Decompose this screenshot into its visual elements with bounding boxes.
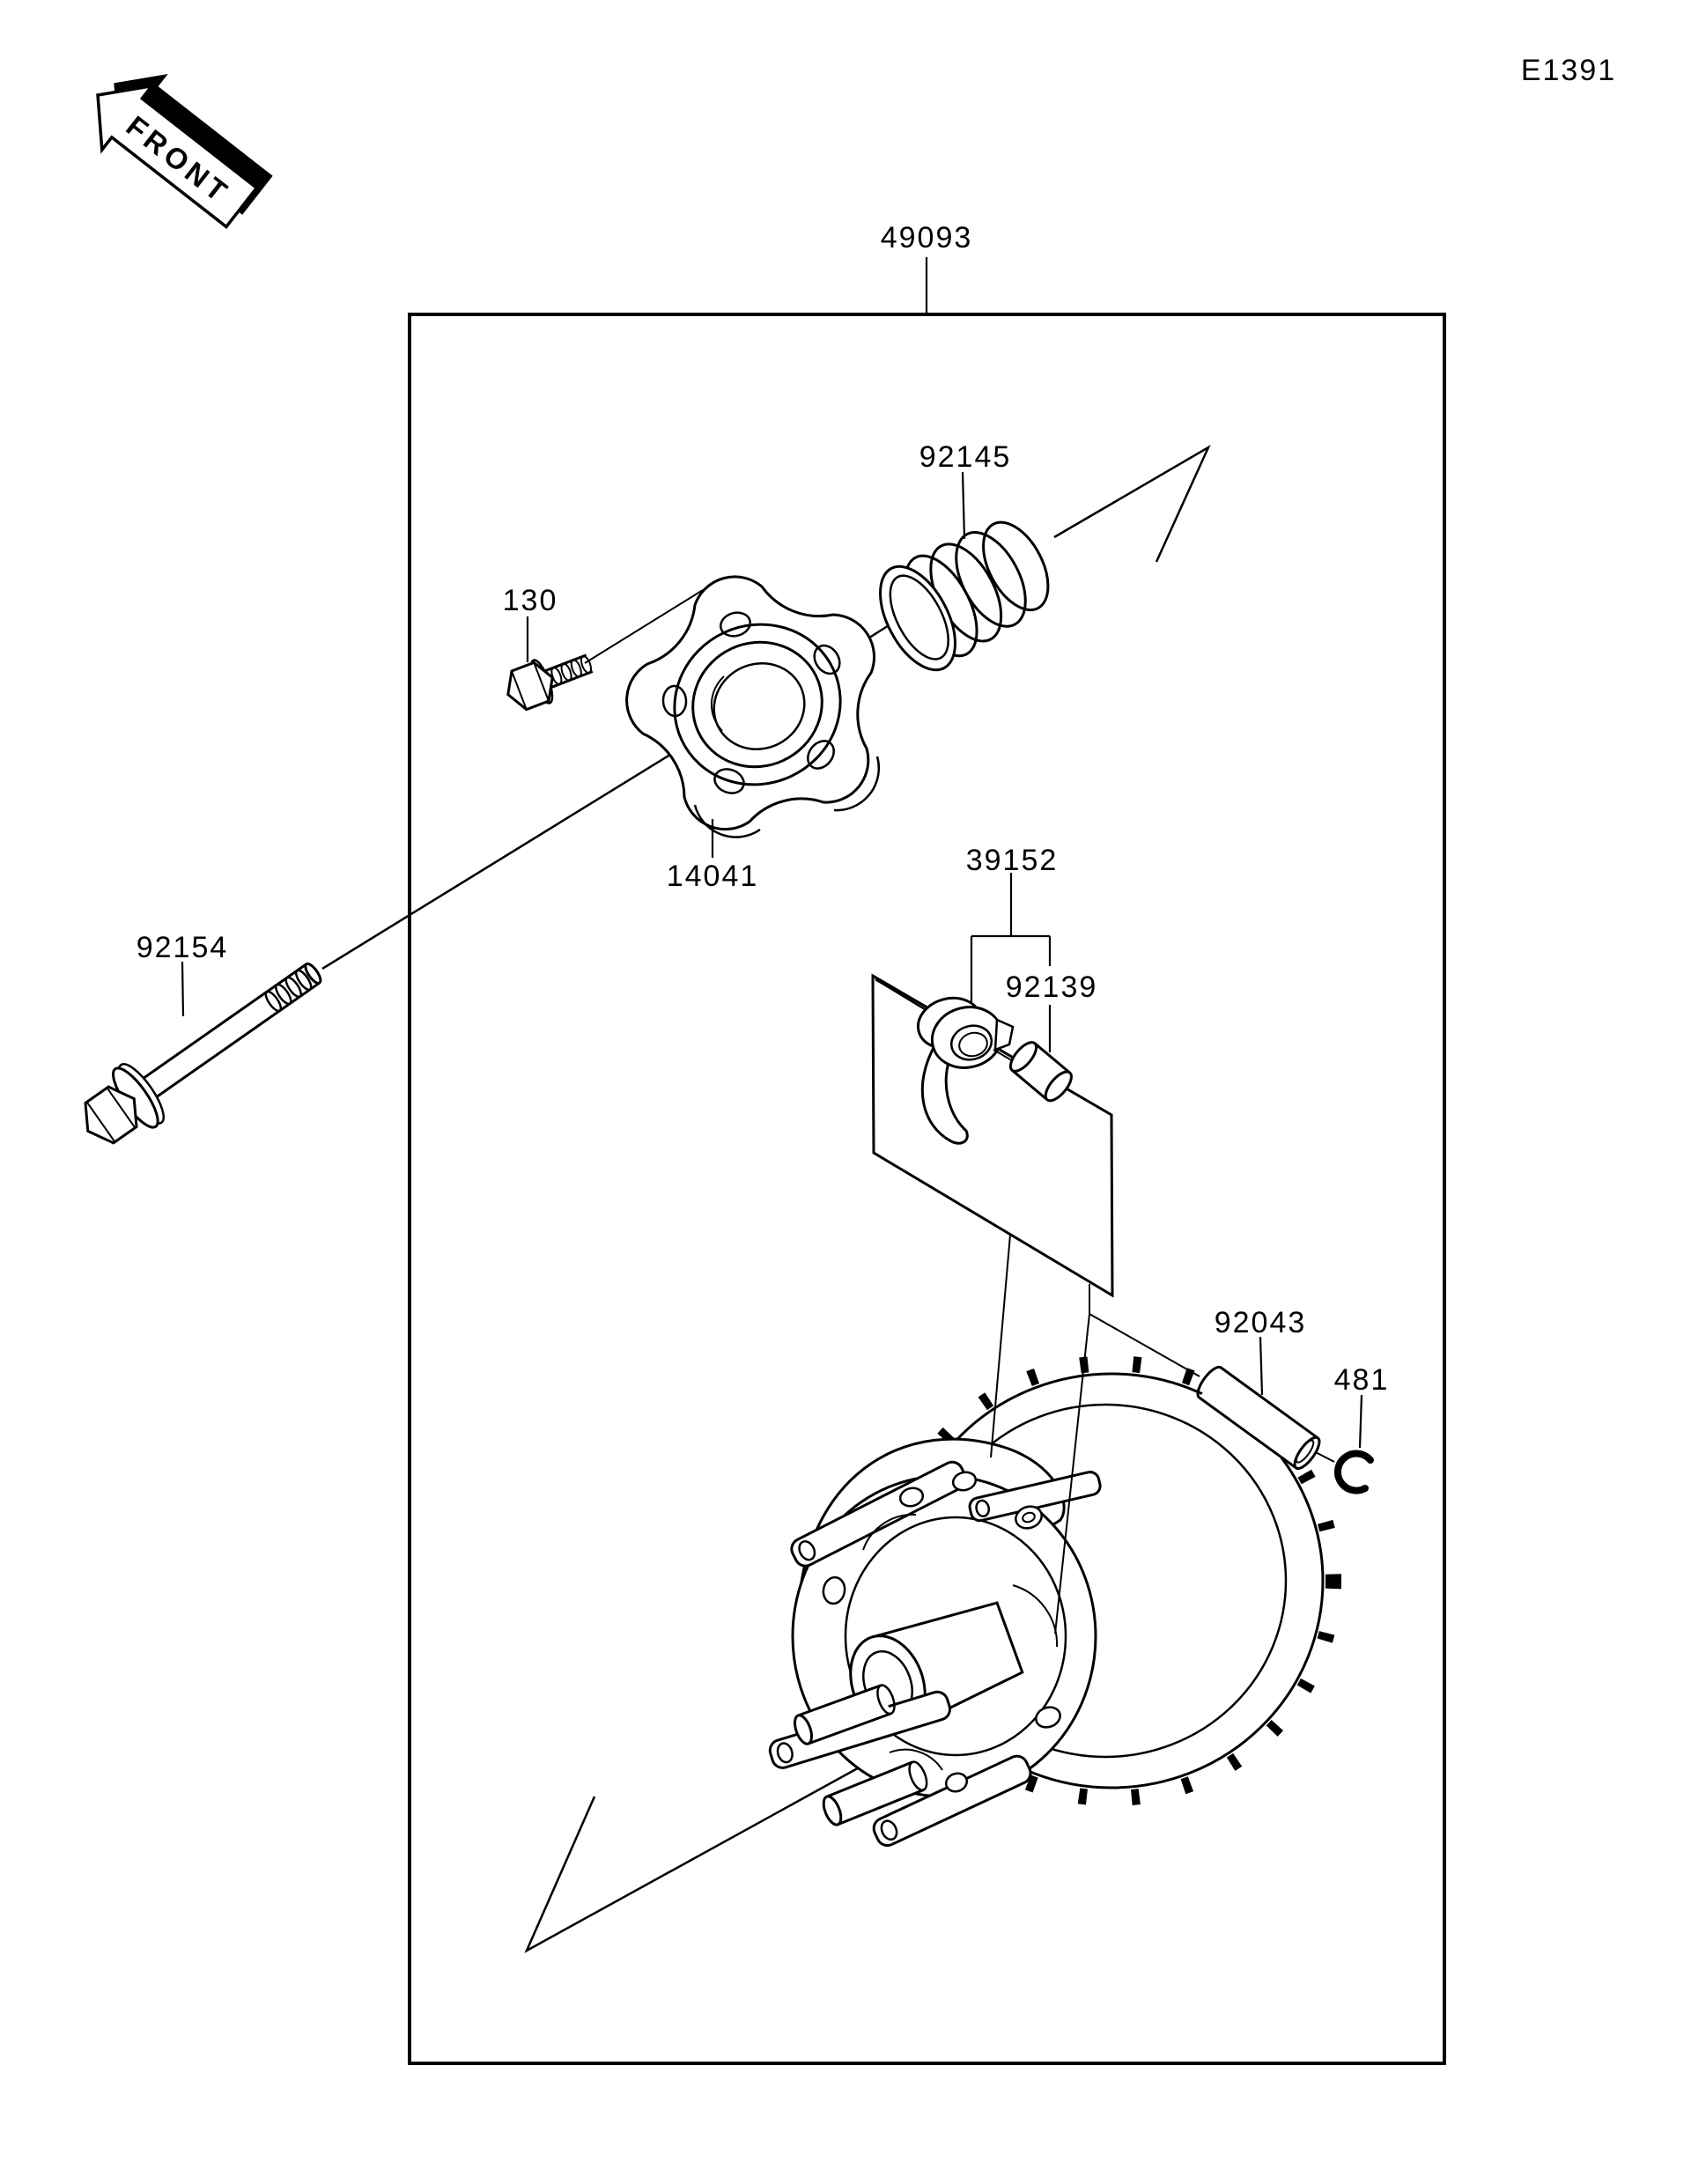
snap-ring-drawing	[1334, 1450, 1374, 1494]
callout-assembly: 49093	[881, 221, 973, 255]
callout-small-bolt: 130	[503, 584, 558, 617]
callout-leaders	[181, 257, 1363, 1449]
front-direction-arrow: FRONT	[96, 73, 273, 229]
front-arrow-face	[96, 84, 259, 229]
callout-pin: 92043	[1215, 1306, 1307, 1339]
callout-snap-ring: 481	[1334, 1363, 1390, 1397]
subbox-to-pulley-leaders	[990, 1234, 1335, 1634]
weight-drawing	[916, 996, 1015, 1145]
page-code: E1391	[1521, 54, 1616, 87]
axis-lines	[321, 444, 1211, 1953]
pin-drawing	[1196, 1365, 1321, 1471]
holder-drawing	[625, 575, 881, 838]
callout-long-bolt: 92154	[137, 931, 229, 964]
small-bolt-drawing	[506, 653, 594, 712]
callout-holder: 14041	[667, 860, 759, 893]
bushing-drawing	[1008, 1041, 1073, 1103]
long-bolt-drawing	[84, 962, 322, 1145]
callout-spring: 92145	[919, 440, 1012, 474]
spring-drawing	[879, 520, 1050, 672]
assembly-group-box	[408, 313, 1446, 2065]
callout-bushing: 92139	[1006, 970, 1098, 1004]
callout-weight-set: 39152	[966, 844, 1059, 877]
pulley-drawing	[768, 1355, 1341, 1848]
